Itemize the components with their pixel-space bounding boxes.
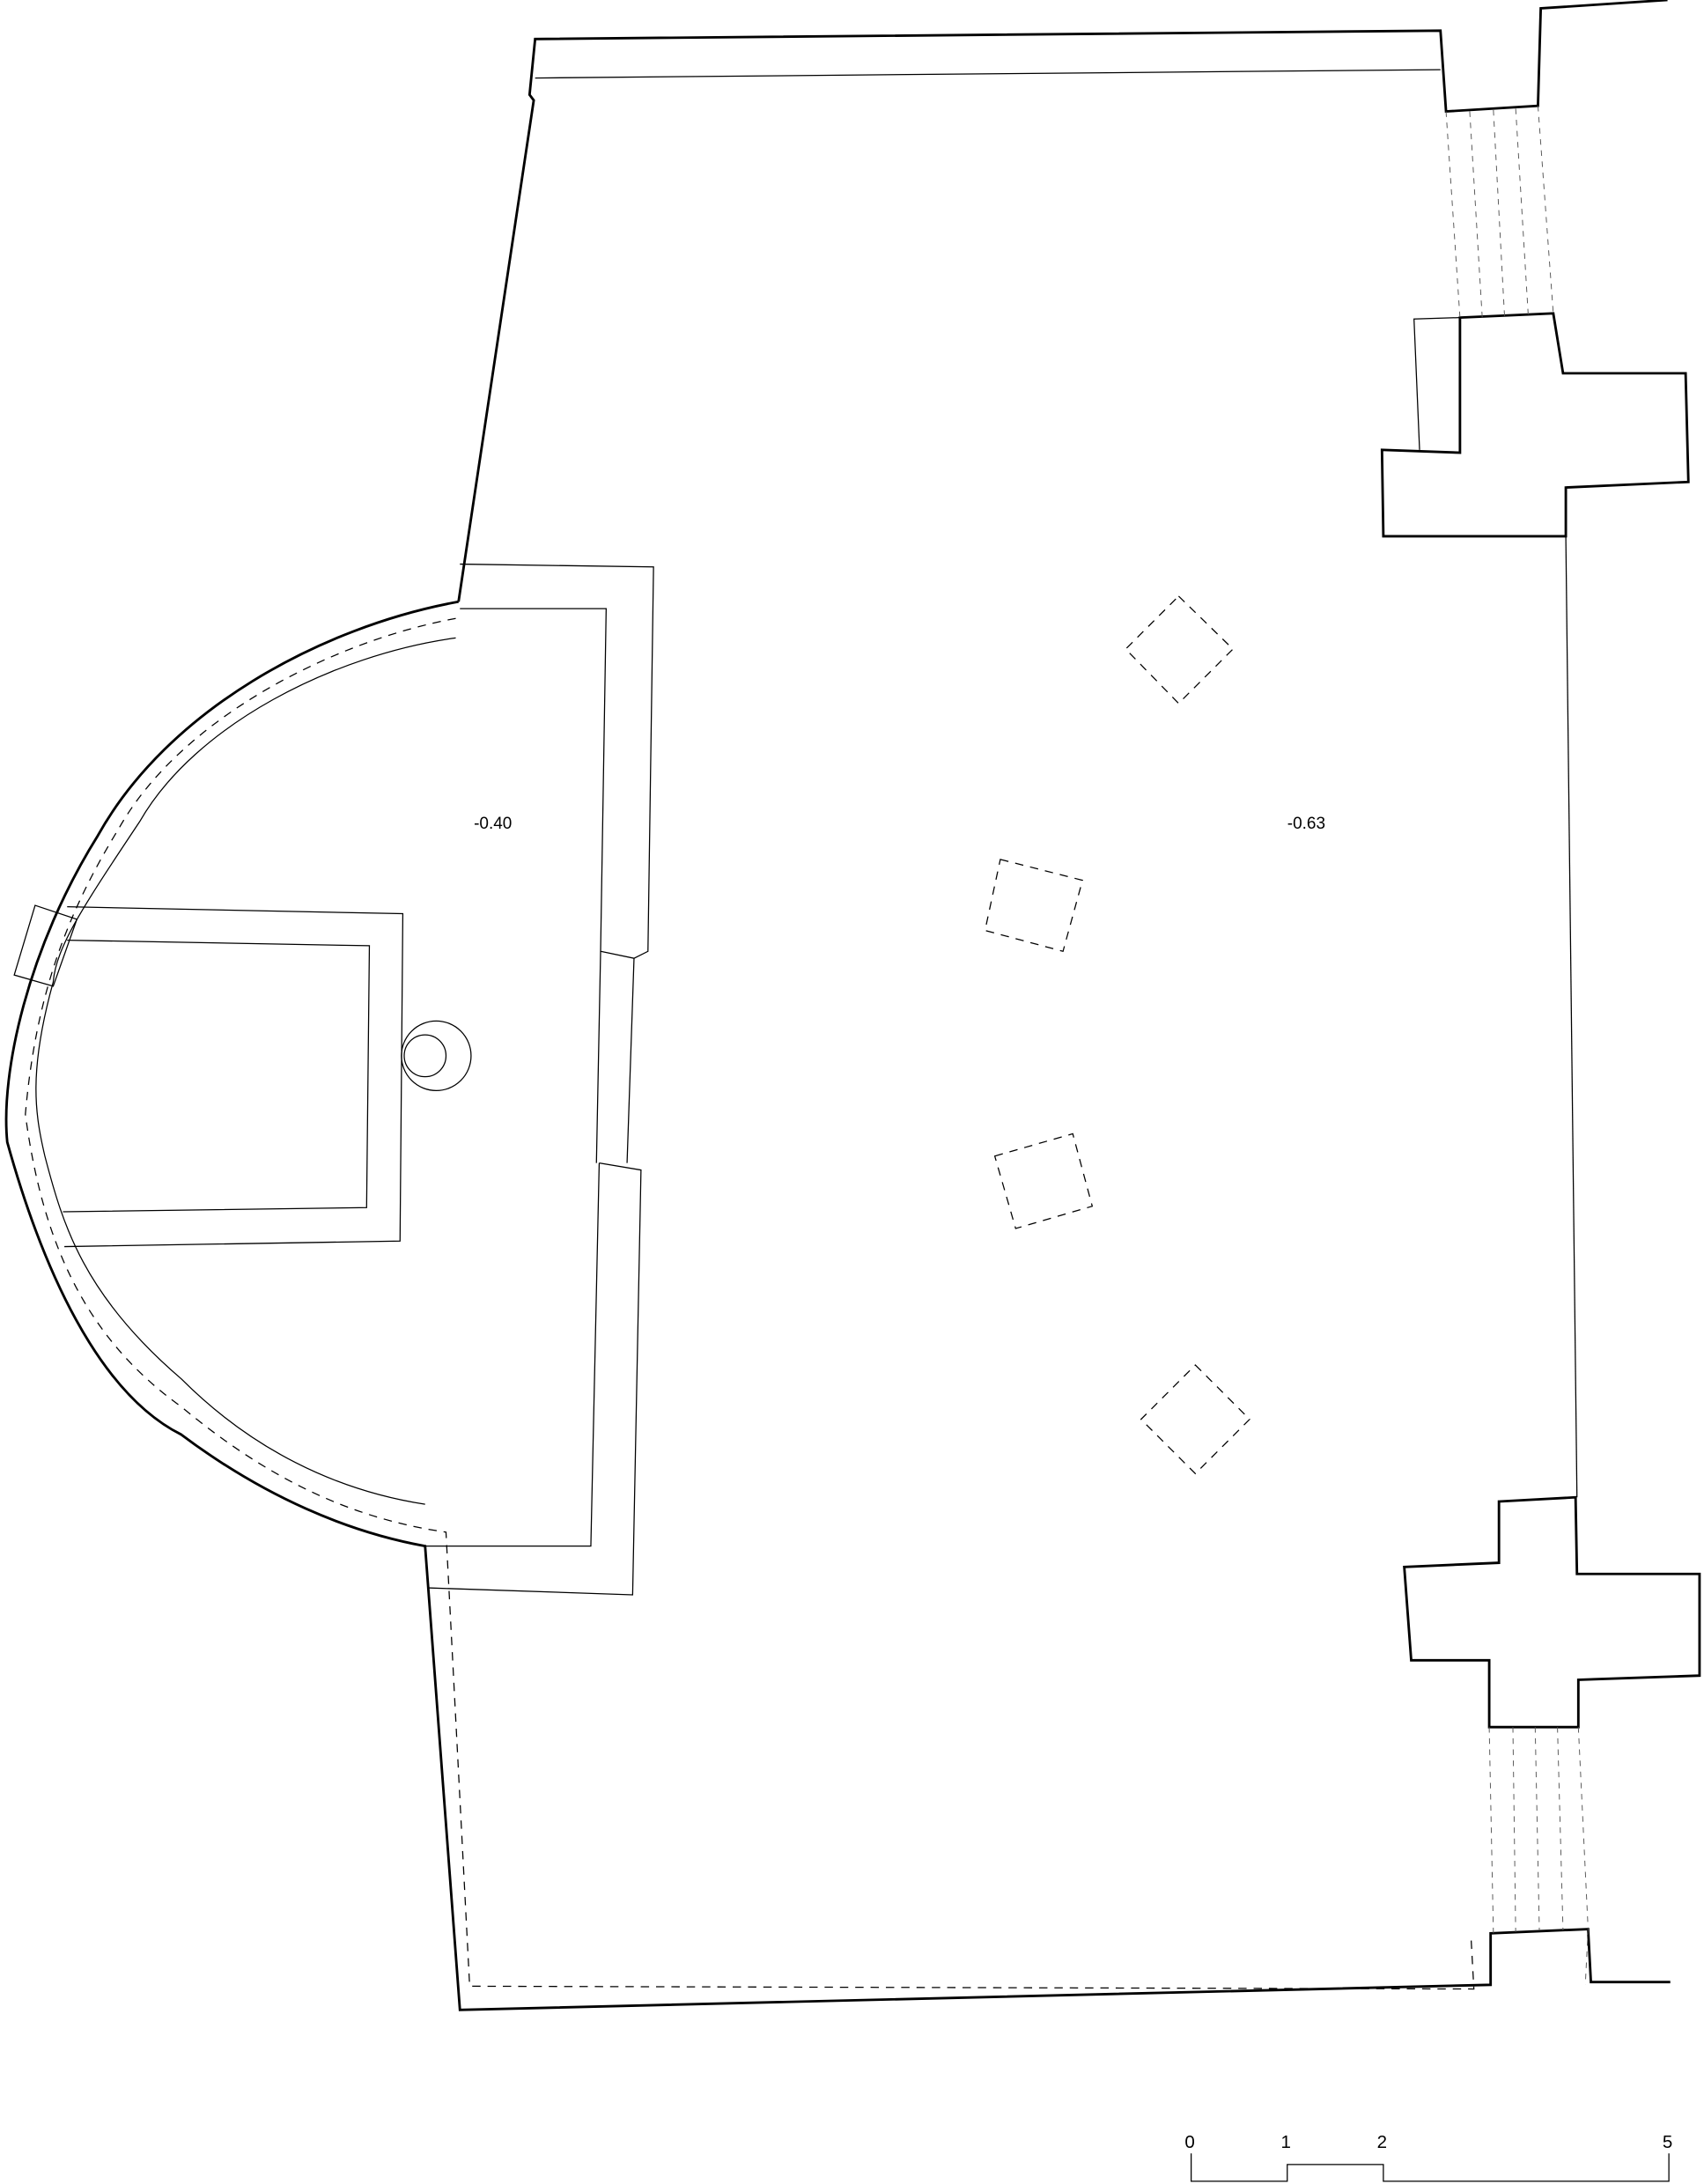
right-piers xyxy=(1380,106,1701,1985)
outer-walls xyxy=(4,0,1671,2011)
scale-tick-2: 2 xyxy=(1377,2132,1387,2152)
scale-bar: 0 1 2 5 xyxy=(1184,2132,1672,2182)
level-label-nave: -0.63 xyxy=(1287,815,1325,833)
font-outer xyxy=(401,1020,472,1092)
scale-tick-5: 5 xyxy=(1663,2132,1672,2152)
scale-tick-1: 1 xyxy=(1280,2132,1290,2152)
altar xyxy=(63,906,472,1248)
level-label-apse: -0.40 xyxy=(474,815,512,833)
font-inner xyxy=(403,1034,447,1078)
column-bases xyxy=(984,595,1250,1475)
chancel-walls xyxy=(424,563,654,1596)
scale-tick-0: 0 xyxy=(1184,2132,1194,2152)
